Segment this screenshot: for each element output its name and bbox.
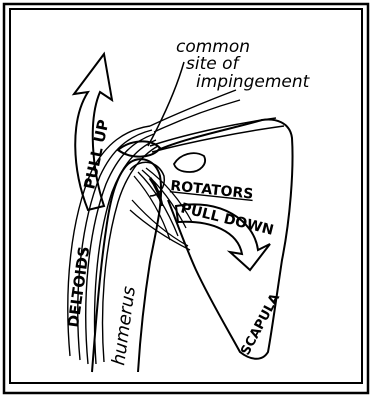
scapula-outline (158, 120, 293, 359)
common-site-label-line3: impingement (196, 72, 311, 92)
common-site-label-line2: site of (186, 54, 242, 74)
coracoid-process (174, 153, 205, 172)
scapular-spine (150, 118, 284, 152)
rotators-label: ROTATORS (170, 178, 254, 203)
impingement-pointer-line (148, 62, 184, 146)
scapula-label: SCAPULA (238, 291, 283, 358)
humerus-label: humerus (108, 285, 140, 367)
